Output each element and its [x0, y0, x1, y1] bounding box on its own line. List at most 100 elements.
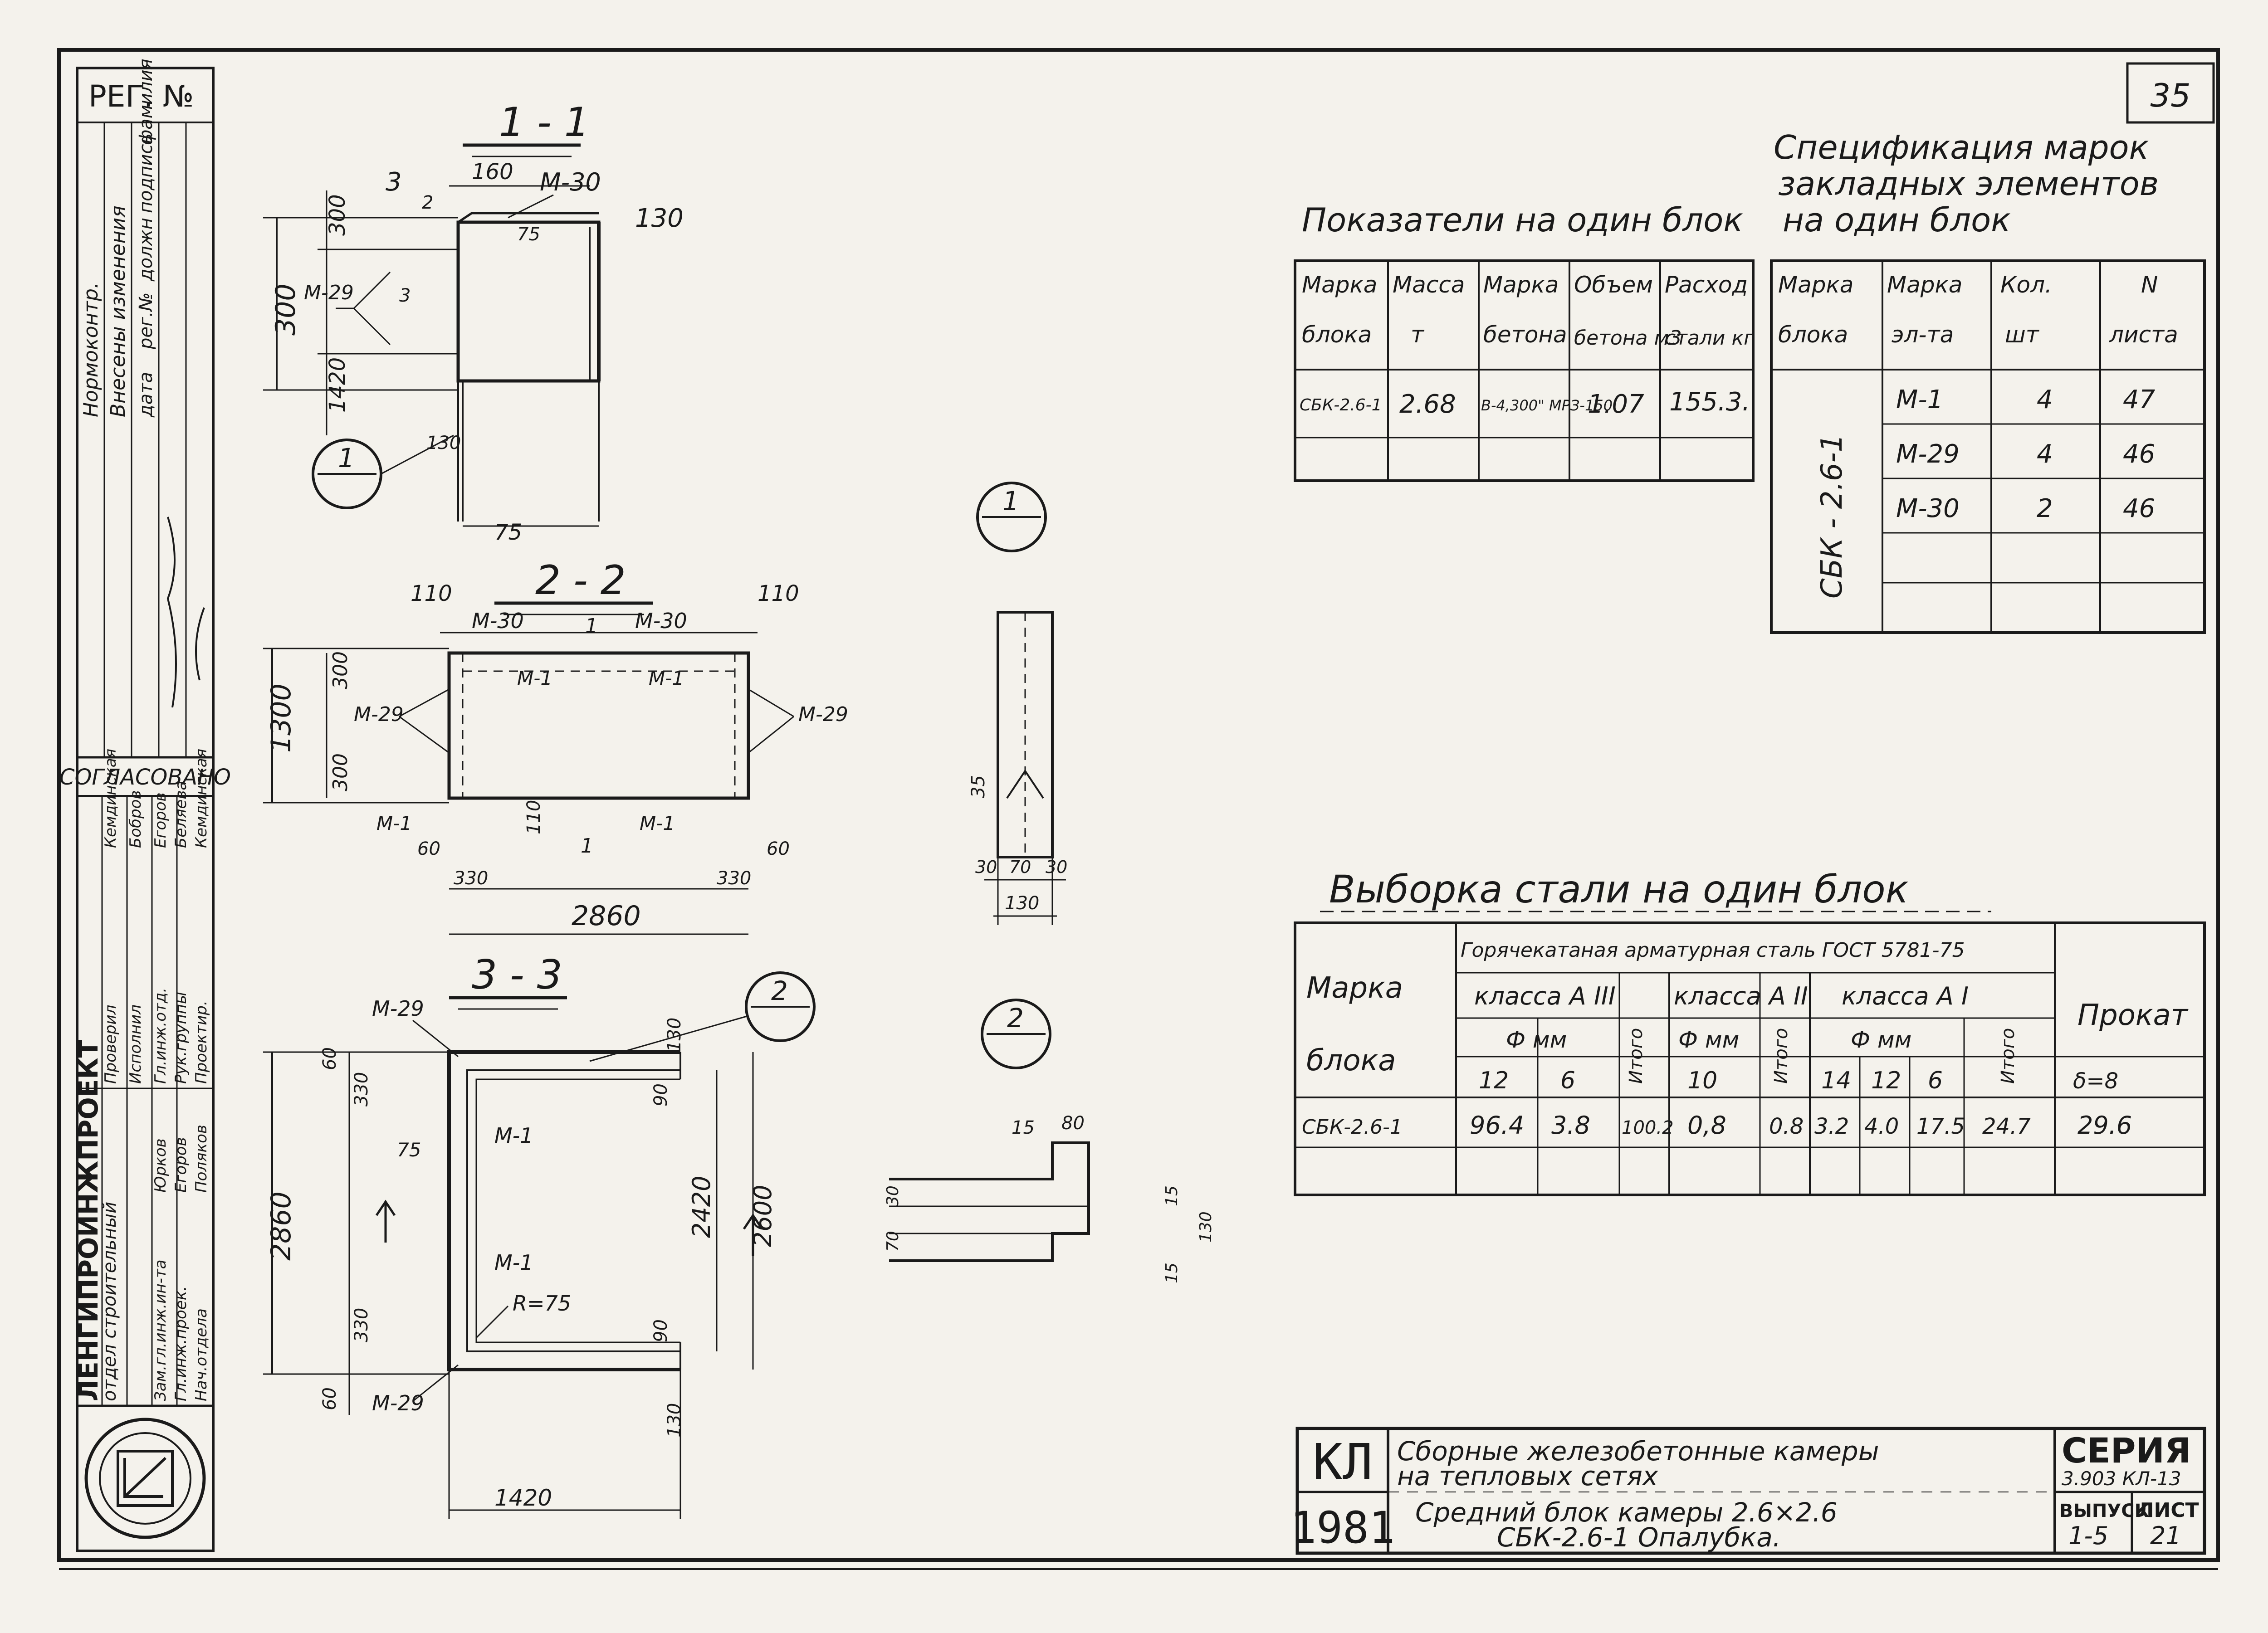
sign-role-1: Рук.группы — [172, 992, 190, 1084]
s22-mark-m30-b: М-30 — [635, 609, 687, 633]
sign-role-6: Гл.инж.проек. — [172, 1286, 190, 1401]
ind-block: СБК-2.6-1 — [1300, 396, 1382, 414]
steel-row-a1-14: 3.2 — [1814, 1114, 1849, 1139]
s22-dim-300-top: 300 — [329, 651, 352, 689]
s33-dim-60-top: 60 — [319, 1047, 340, 1070]
steel-dia-a1: Ф мм — [1851, 1027, 1911, 1053]
s22-dim-300-bot: 300 — [329, 753, 352, 791]
steel-total-a3: Итого — [1626, 1028, 1647, 1084]
sign-name-2: Кемдинская — [192, 749, 210, 848]
callout-1-right-label: 1 — [1002, 486, 1019, 517]
tb-year: 1981 — [1290, 1502, 1395, 1553]
spec-r0-sheet: 47 — [2123, 385, 2156, 414]
ind-h0a: Марка — [1302, 272, 1377, 298]
spec-block: СБК - 2.6-1 — [1815, 434, 1849, 599]
approved-label: СОГЛАСОВАНО — [59, 765, 231, 790]
s33-dim-90-top: 90 — [650, 1083, 671, 1107]
sheet-frame — [57, 48, 2220, 1562]
change-header-6: фамилия — [136, 58, 156, 145]
steel-row-a1-total: 24.7 — [1982, 1114, 2031, 1139]
steel-col-block-a: Марка — [1306, 971, 1403, 1005]
ind-h0b: блока — [1302, 322, 1372, 348]
s22-dim-330-left: 330 — [454, 868, 488, 889]
ind-steel: 155.3. — [1669, 387, 1750, 417]
detail-dim-80: 80 — [1061, 1113, 1085, 1134]
section-1-1: 1 - 1 300 300 1420 160 75 М-30 М-29 3 13… — [263, 99, 684, 545]
steel-class-a3: класса А III — [1474, 982, 1616, 1010]
s22-dim-330-right: 330 — [717, 868, 751, 889]
s11-cut-2: 3 — [386, 167, 402, 197]
s22-mark-m29-right: М-29 — [798, 703, 848, 726]
callout-1-left-label: 1 — [338, 443, 355, 473]
ind-h2b: бетона — [1483, 322, 1567, 348]
steel-prokat: Прокат — [2077, 999, 2189, 1032]
steel-group: Горячекатаная арматурная сталь ГОСТ 5781… — [1461, 939, 1965, 962]
s22-mark-m1-d: М-1 — [640, 812, 675, 834]
s22-dim-60-right: 60 — [767, 838, 790, 859]
detail-dim-15: 15 — [1012, 1117, 1035, 1138]
spec-table: Спецификация марок закладных элементов н… — [1770, 128, 2206, 634]
steel-row-a2-total: 0.8 — [1769, 1114, 1804, 1139]
spec-title-2: закладных элементов — [1778, 165, 2159, 203]
spec-h0b: блока — [1778, 322, 1848, 348]
steel-dia-0: 12 — [1479, 1067, 1509, 1094]
signature-scribble — [166, 517, 205, 708]
s22-dim-1300: 1300 — [265, 683, 297, 753]
steel-col-block-b: блока — [1306, 1044, 1396, 1077]
tb-series-label: СЕРИЯ — [2062, 1430, 2191, 1471]
narrow-dim-30b: 30 — [1046, 857, 1067, 877]
left-stamp: РЕГ. № Нормоконтр. Внесены изменения дат… — [59, 58, 231, 1552]
s33-dim-1420: 1420 — [494, 1485, 552, 1511]
section-3-3-label: 3 - 3 — [472, 951, 562, 998]
s22-mark-m1-b: М-1 — [649, 667, 684, 689]
ind-mass: 2.68 — [1399, 390, 1456, 419]
s22-cut-1-top: 1 — [585, 614, 598, 638]
indicators-title: Показатели на один блок — [1302, 201, 1743, 239]
steel-total-a1: Итого — [1998, 1028, 2019, 1084]
s33-dim-75: 75 — [397, 1139, 421, 1161]
s11-dim-75: 3 — [399, 285, 411, 306]
spec-r0-qty: 4 — [2037, 385, 2053, 414]
dept-label: отдел строительный — [99, 1202, 120, 1401]
narrow-section: 1 35 30 70 30 130 — [968, 482, 1067, 925]
sign-role-0: Гл.инж.отд. — [152, 988, 170, 1084]
ind-h1b: т — [1411, 322, 1425, 348]
sign-role-2: Проектир. — [192, 1000, 210, 1084]
detail-dim-30a: 30 — [884, 1185, 902, 1206]
change-header-0: Нормоконтр. — [79, 282, 103, 417]
spec-h0a: Марка — [1778, 272, 1853, 298]
callout-2-left: 2 — [589, 971, 816, 1062]
title-block: КЛ 1981 Сборные железобетонные камеры на… — [1290, 1427, 2206, 1555]
section-3-3: 3 - 3 2860 60 330 75 330 60 2420 2600 90… — [263, 951, 777, 1519]
steel-dia-a2: Ф мм — [1678, 1027, 1739, 1053]
steel-class-a2: класса А II — [1674, 982, 1808, 1010]
s11-dim-300-top: 300 — [325, 194, 350, 236]
s33-mark-r75: R=75 — [513, 1291, 571, 1316]
steel-title: Выборка стали на один блок — [1329, 867, 1909, 912]
narrow-dim-35: 35 — [968, 775, 989, 798]
sign-name-0: Егоров — [152, 792, 170, 848]
steel-dia-a3: Ф мм — [1506, 1027, 1567, 1053]
s22-mark-m30-a: М-30 — [472, 609, 524, 633]
narrow-dim-70: 70 — [1009, 857, 1031, 877]
detail-dim-15b: 15 — [1163, 1185, 1181, 1206]
s22-dim-110-mid: 110 — [523, 800, 544, 834]
s11-mark-m30: М-30 — [540, 168, 601, 196]
tb-line3: Средний блок камеры 2.6×2.6 — [1415, 1497, 1838, 1528]
s11-dim-75b: 75 — [517, 224, 540, 245]
s22-mark-m1-a: М-1 — [517, 667, 552, 689]
spec-r2-qty: 2 — [2037, 494, 2053, 523]
steel-row-a3-12: 96.4 — [1470, 1111, 1524, 1140]
s33-mark-m29-bot: М-29 — [372, 1391, 424, 1415]
narrow-dim-30a: 30 — [975, 857, 997, 877]
tb-line4: СБК-2.6-1 Опалубка. — [1497, 1522, 1781, 1553]
steel-class-a1: класса А I — [1842, 982, 1969, 1010]
s22-mark-m1-c: М-1 — [376, 812, 412, 834]
steel-row-a3-total: 100.2 — [1622, 1117, 1674, 1138]
section-1-1-label: 1 - 1 — [499, 99, 590, 146]
sign-role-3: Исполнил — [127, 1004, 145, 1084]
s11-dim-1300: 300 — [270, 283, 302, 336]
org-name: ЛЕНГИПРОИНЖПРОЕКТ — [73, 1039, 104, 1401]
s11-dim-300-bot: 1420 — [325, 357, 350, 413]
steel-row-prokat: 29.6 — [2077, 1111, 2132, 1140]
